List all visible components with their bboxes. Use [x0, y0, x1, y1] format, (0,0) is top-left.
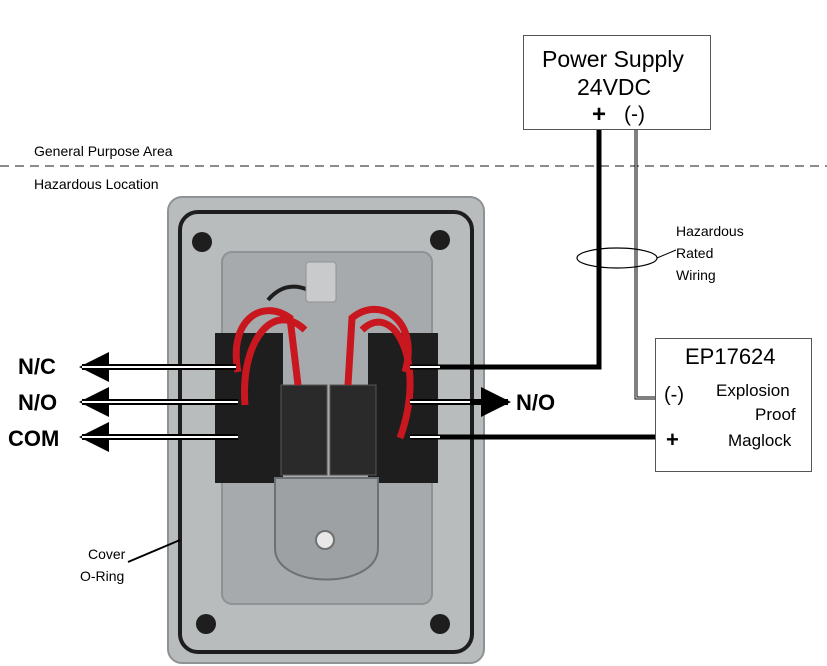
red-wire-left-1	[232, 307, 302, 386]
maglock-box	[655, 338, 812, 472]
wiring-bundle-ellipse	[576, 247, 658, 269]
power-supply-box	[523, 35, 711, 130]
mount-hole-bottom-right	[430, 614, 450, 634]
wiring-note-leader	[656, 249, 677, 259]
wire-ps-minus-to-maglock	[634, 130, 655, 400]
cover-label-line1: Cover	[88, 546, 126, 562]
cover-label-line2: O-Ring	[80, 568, 125, 584]
terminal-nc-label: N/C	[18, 354, 56, 379]
terminal-leads	[79, 352, 511, 452]
power-supply-minus: (-)	[624, 103, 645, 126]
red-wire-left-2	[241, 316, 308, 406]
wiring-note-line2: Rated	[676, 245, 714, 261]
switch-block-center-right	[329, 384, 377, 476]
maglock-line3: Maglock	[728, 431, 792, 450]
power-supply-title: Power Supply	[542, 46, 684, 72]
switch-block-center-left	[280, 384, 328, 476]
power-supply-plus: +	[592, 101, 607, 128]
power-supply-voltage: 24VDC	[577, 74, 652, 100]
mount-hole-top-left	[192, 232, 212, 252]
maglock-model: EP17624	[685, 344, 776, 369]
wire-ps-minus-inner	[635, 130, 655, 399]
actuator-plunger-plate	[274, 477, 379, 581]
wiring-note-line1: Hazardous	[676, 223, 744, 239]
wiring-note-line3: Wiring	[676, 267, 716, 283]
red-wire-right-2	[359, 318, 414, 440]
actuator-post	[305, 261, 337, 303]
hazardous-location-label: Hazardous Location	[34, 176, 159, 192]
mount-hole-bottom-left	[196, 614, 216, 634]
maglock-minus: (-)	[664, 384, 684, 406]
terminal-com-label: COM	[8, 426, 60, 451]
terminal-no-left-label: N/O	[18, 390, 58, 415]
general-purpose-area-label: General Purpose Area	[34, 143, 173, 159]
switch-enclosure	[167, 196, 485, 664]
mount-hole-top-right	[430, 230, 450, 250]
switch-body-right	[368, 333, 438, 483]
maglock-plus: +	[666, 427, 679, 452]
wire-nc-to-ps-plus	[410, 130, 602, 370]
maglock-line1: Explosion	[716, 381, 790, 400]
terminal-no-right-label: N/O	[516, 390, 556, 415]
actuator-center-screw	[315, 530, 335, 550]
cover-o-ring	[178, 210, 474, 654]
maglock-line2: Proof	[755, 405, 796, 424]
cover-leader	[127, 539, 181, 563]
